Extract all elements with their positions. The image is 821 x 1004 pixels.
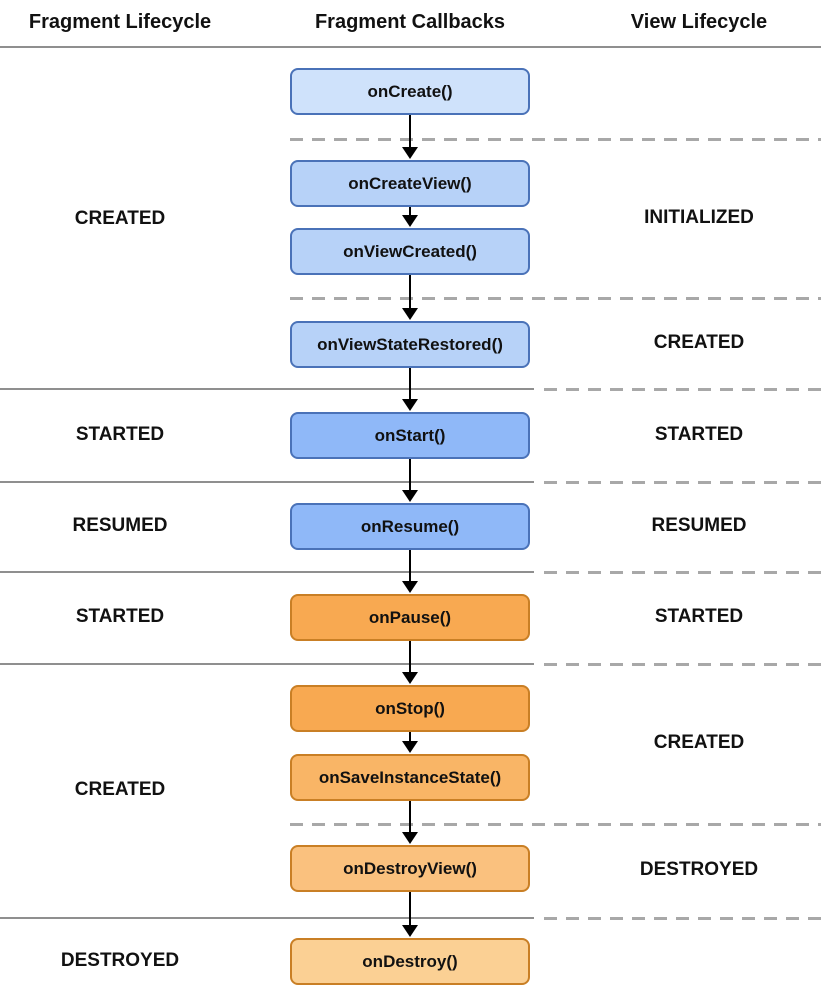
callback-box: onStop()	[290, 685, 530, 732]
arrowhead-icon	[402, 308, 418, 320]
view-lifecycle-header: View Lifecycle	[630, 11, 768, 33]
callback-box: onDestroyView()	[290, 845, 530, 892]
state-divider-dashed	[544, 663, 821, 666]
view-state-label: CREATED	[653, 732, 745, 753]
view-state-label: DESTROYED	[639, 859, 759, 880]
header-divider	[0, 46, 821, 48]
state-divider-solid	[0, 481, 534, 483]
view-state-divider-dashed	[290, 297, 821, 300]
callback-box: onViewCreated()	[290, 228, 530, 275]
view-state-divider-dashed	[290, 823, 821, 826]
state-divider-solid	[0, 571, 534, 573]
callback-box: onViewStateRestored()	[290, 321, 530, 368]
flow-arrow	[408, 892, 412, 927]
arrowhead-icon	[402, 925, 418, 937]
view-state-label: STARTED	[654, 606, 744, 627]
state-divider-dashed	[544, 481, 821, 484]
view-state-divider-dashed	[290, 138, 821, 141]
callback-box: onCreateView()	[290, 160, 530, 207]
flow-arrow	[408, 275, 412, 310]
state-divider-solid	[0, 663, 534, 665]
flow-arrow	[408, 115, 412, 149]
arrowhead-icon	[402, 147, 418, 159]
fragment-state-label: STARTED	[75, 606, 165, 627]
callback-box: onCreate()	[290, 68, 530, 115]
fragment-state-label: RESUMED	[72, 515, 168, 536]
flow-arrow	[408, 641, 412, 674]
fragment-lifecycle-header: Fragment Lifecycle	[28, 11, 212, 33]
callback-box: onDestroy()	[290, 938, 530, 985]
fragment-state-label: DESTROYED	[60, 950, 180, 971]
fragment-state-label: CREATED	[74, 779, 166, 800]
arrowhead-icon	[402, 215, 418, 227]
arrowhead-icon	[402, 581, 418, 593]
flow-arrow	[408, 732, 412, 743]
fragment-state-label: CREATED	[74, 208, 166, 229]
state-divider-dashed	[544, 388, 821, 391]
state-divider-dashed	[544, 571, 821, 574]
callback-box: onSaveInstanceState()	[290, 754, 530, 801]
arrowhead-icon	[402, 672, 418, 684]
flow-arrow	[408, 550, 412, 583]
arrowhead-icon	[402, 832, 418, 844]
arrowhead-icon	[402, 399, 418, 411]
state-divider-dashed	[544, 917, 821, 920]
callback-box: onResume()	[290, 503, 530, 550]
flow-arrow	[408, 801, 412, 834]
arrowhead-icon	[402, 490, 418, 502]
state-divider-solid	[0, 388, 534, 390]
fragment-state-label: STARTED	[75, 424, 165, 445]
view-state-label: CREATED	[653, 332, 745, 353]
state-divider-solid	[0, 917, 534, 919]
view-state-label: INITIALIZED	[644, 207, 754, 228]
flow-arrow	[408, 207, 412, 217]
arrowhead-icon	[402, 741, 418, 753]
callback-box: onStart()	[290, 412, 530, 459]
view-state-label: RESUMED	[651, 515, 747, 536]
flow-arrow	[408, 459, 412, 492]
fragment-callbacks-header: Fragment Callbacks	[314, 11, 506, 33]
callback-box: onPause()	[290, 594, 530, 641]
flow-arrow	[408, 368, 412, 401]
view-state-label: STARTED	[654, 424, 744, 445]
